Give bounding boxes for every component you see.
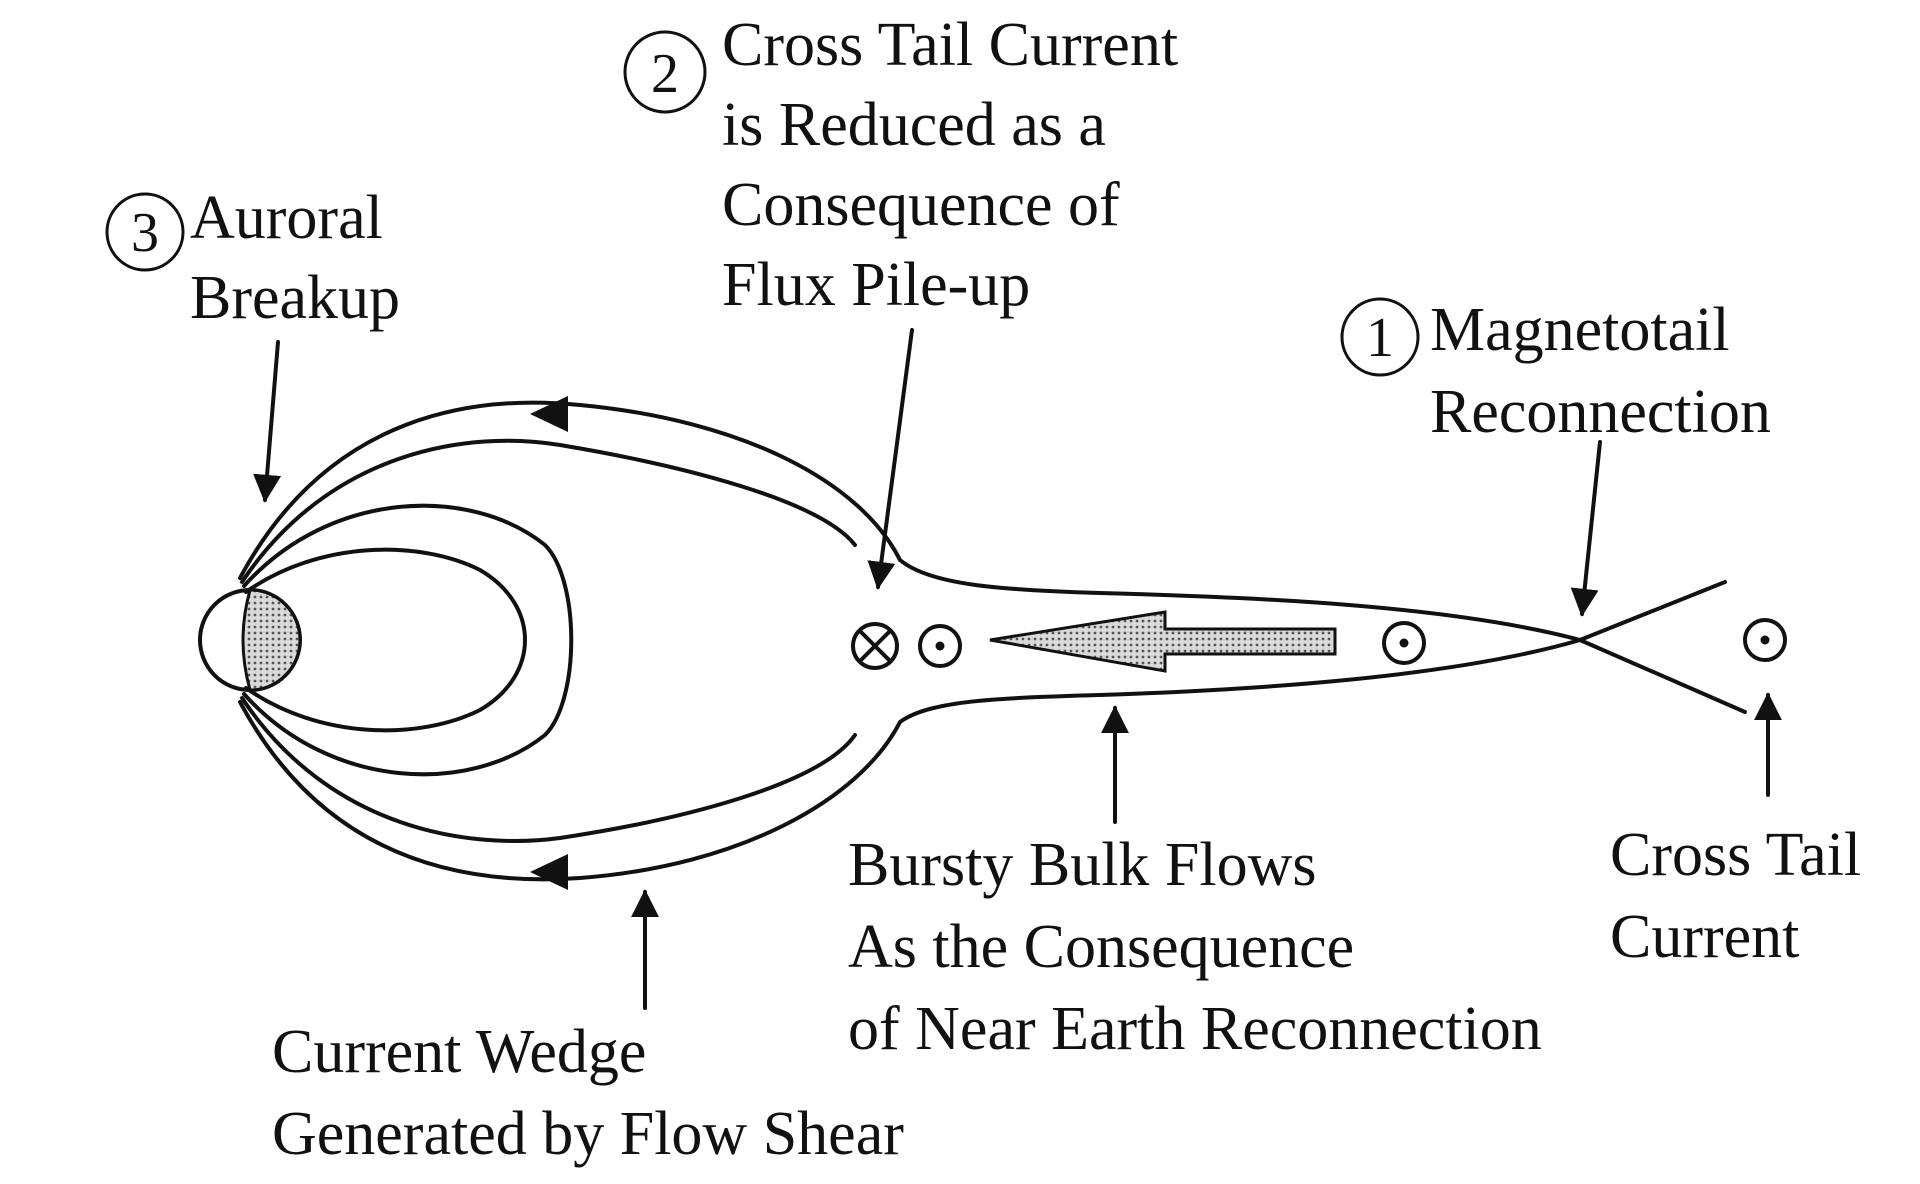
field-line-arrowhead-top [530, 396, 568, 432]
field-line-arrowhead-bottom [530, 854, 568, 890]
label-cross-tail-current: Cross Tail Current [1610, 821, 1861, 971]
label-bursty-bulk-flows: Bursty Bulk Flows As the Consequence of … [848, 831, 1542, 1063]
label-magnetotail-reconnection-line-2: Reconnection [1430, 378, 1771, 446]
reconnection-x-line-upper [1578, 580, 1727, 642]
inner-field-line-1 [244, 547, 527, 733]
step-number-2: 2 [651, 43, 679, 105]
label-magnetotail-reconnection: Magnetotail Reconnection [1430, 296, 1771, 446]
reconnection-x-line-lower [1578, 638, 1747, 714]
label-cross-tail-current-reduced: Cross Tail Current is Reduced as a Conse… [722, 11, 1178, 319]
label-auroral-breakup-line-1: Auroral [190, 184, 383, 252]
current-out-of-page-symbol-mid-tail [1382, 621, 1426, 665]
outer-field-line-lower-1 [240, 696, 857, 843]
label-cross-tail-current-line-2: Current [1610, 903, 1799, 971]
pointer-arrow-magnetotail-reconnection [1570, 440, 1602, 617]
outer-field-line-upper-1 [240, 438, 857, 584]
bursty-bulk-flow-arrow [989, 610, 1337, 673]
current-out-of-page-symbol-near-earth [918, 624, 962, 668]
current-into-page-symbol [851, 622, 899, 670]
label-bursty-bulk-flows-line-1: Bursty Bulk Flows [848, 831, 1317, 899]
inner-field-line-2 [242, 503, 574, 777]
label-magnetotail-reconnection-line-1: Magnetotail [1430, 296, 1730, 364]
label-cross-tail-current-line-1: Cross Tail [1610, 821, 1861, 889]
outer-field-line-lower-2 [238, 638, 1582, 882]
label-auroral-breakup: Auroral Breakup [190, 184, 400, 332]
step-marker-1: 1 [1340, 297, 1420, 377]
step-number-1: 1 [1366, 307, 1394, 369]
step-marker-2: 2 [623, 30, 707, 114]
label-current-wedge: Current Wedge Generated by Flow Shear [272, 1018, 904, 1168]
current-out-of-page-symbol-far-tail [1743, 618, 1787, 662]
pointer-arrow-auroral-breakup [253, 340, 282, 503]
earth [198, 588, 302, 692]
label-cross-tail-reduced-line-3: Consequence of [722, 171, 1120, 239]
pointer-arrow-flux-pileup [867, 328, 914, 590]
step-marker-3: 3 [105, 192, 185, 272]
label-bursty-bulk-flows-line-2: As the Consequence [848, 913, 1354, 981]
step-number-3: 3 [131, 202, 159, 264]
outer-field-line-upper-2 [238, 400, 1582, 642]
label-bursty-bulk-flows-line-3: of Near Earth Reconnection [848, 995, 1542, 1063]
earth-night-side-shading [241, 588, 302, 692]
label-current-wedge-line-2: Generated by Flow Shear [272, 1100, 904, 1168]
label-cross-tail-reduced-line-2: is Reduced as a [722, 91, 1106, 159]
label-cross-tail-reduced-line-1: Cross Tail Current [722, 11, 1178, 79]
label-current-wedge-line-1: Current Wedge [272, 1018, 646, 1086]
label-cross-tail-reduced-line-4: Flux Pile-up [722, 251, 1030, 319]
label-auroral-breakup-line-2: Breakup [190, 264, 400, 332]
